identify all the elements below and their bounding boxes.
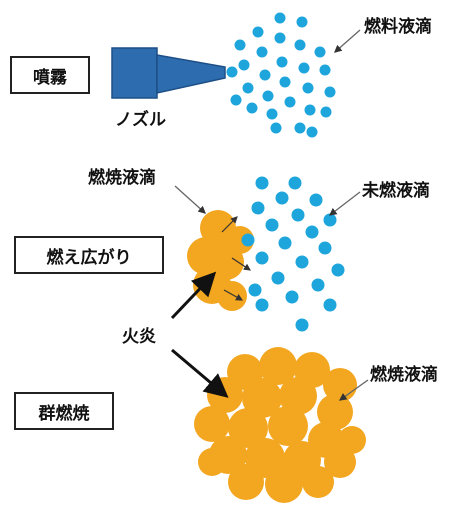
fuel-droplet (319, 64, 331, 76)
unburned-droplet (311, 278, 325, 292)
nozzle-shape (111, 47, 226, 99)
spray-label: 噴霧 (33, 67, 67, 88)
burning-droplets-label-top: 燃焼液滴 (88, 168, 156, 188)
group-combustion-cloud (194, 347, 366, 503)
unburned-droplet (295, 255, 309, 269)
fuel-droplet (294, 39, 306, 51)
fuel-droplet (294, 122, 306, 134)
fuel-droplet (246, 102, 258, 114)
unburned-droplet (255, 298, 269, 312)
fuel-droplet (266, 108, 278, 120)
unburned-droplet (265, 218, 279, 232)
fuel-droplet (284, 96, 296, 108)
fuel-droplet (259, 69, 271, 81)
fuel-droplet (298, 62, 310, 74)
unburned-droplet (295, 318, 309, 332)
unburned-droplet (248, 283, 262, 297)
burning-droplet (324, 446, 356, 478)
fuel-droplet (279, 76, 291, 88)
fuel-droplet (276, 56, 288, 68)
unburned-droplet (255, 176, 269, 190)
burning-droplet (317, 394, 353, 430)
fuel-droplet (302, 82, 314, 94)
unburned-droplet (278, 236, 292, 250)
unburned-droplets-label: 未燃液滴 (362, 181, 430, 201)
unburned-droplet (323, 298, 337, 312)
spread-small-arrows (221, 216, 251, 301)
unburned-droplet (318, 241, 332, 255)
fuel-droplet (314, 46, 326, 58)
fuel-droplet (230, 94, 242, 106)
burning-droplet (279, 377, 317, 415)
unburned-droplet (323, 213, 337, 227)
fuel-droplet (274, 32, 286, 44)
fuel-droplet (320, 106, 332, 118)
fuel-droplet (256, 46, 268, 58)
fuel-droplet (238, 59, 250, 71)
burning-droplet (198, 448, 226, 476)
fuel-droplet (252, 26, 264, 38)
nozzle-label: ノズル (115, 110, 166, 130)
flame-spread-label-box: 燃え広がり (14, 236, 164, 274)
flame-spread-label: 燃え広がり (46, 247, 132, 268)
burning-droplet (265, 465, 303, 503)
spray-label-box: 噴霧 (10, 56, 90, 94)
fuel-droplet (242, 82, 254, 94)
fuel-droplet (226, 66, 238, 78)
fuel-droplet (324, 86, 336, 98)
unburned-droplet (275, 191, 289, 205)
unburned-droplet (271, 271, 285, 285)
burning-droplets-label-bottom: 燃焼液滴 (370, 365, 438, 385)
fuel-droplet (270, 122, 282, 134)
fuel-droplet (234, 39, 246, 51)
fuel-droplet (262, 90, 274, 102)
fuel-droplet (306, 126, 318, 138)
unburned-droplet (305, 225, 319, 239)
flame-arrows (170, 271, 229, 398)
burning-droplet (194, 406, 230, 442)
unburned-droplet (309, 193, 323, 207)
burning-droplet (242, 378, 282, 418)
unburned-droplet (251, 201, 265, 215)
fuel-spray-droplets (226, 12, 336, 138)
burning-droplet (268, 406, 308, 446)
fuel-droplet (274, 12, 286, 24)
unburned-droplet (241, 233, 255, 247)
burning-droplet (228, 464, 264, 500)
fuel-droplets-label: 燃料液滴 (364, 17, 432, 37)
unburned-droplet (255, 251, 269, 265)
flame-front (187, 210, 254, 311)
burning-droplet (228, 408, 268, 448)
unburned-droplet (291, 208, 305, 222)
group-combustion-label-box: 群燃焼 (14, 392, 114, 430)
burning-droplet (259, 347, 297, 385)
leader-lines (174, 29, 369, 401)
burning-droplet (338, 426, 366, 454)
unburned-droplet (331, 263, 345, 277)
fuel-droplet (304, 104, 316, 116)
unburned-droplet (285, 290, 299, 304)
fuel-droplet (296, 16, 308, 28)
unburned-droplets (241, 176, 345, 332)
unburned-droplet (288, 176, 302, 190)
burning-droplet (302, 466, 334, 498)
flame-label: 火炎 (122, 327, 156, 347)
group-combustion-label: 群燃焼 (38, 403, 90, 424)
